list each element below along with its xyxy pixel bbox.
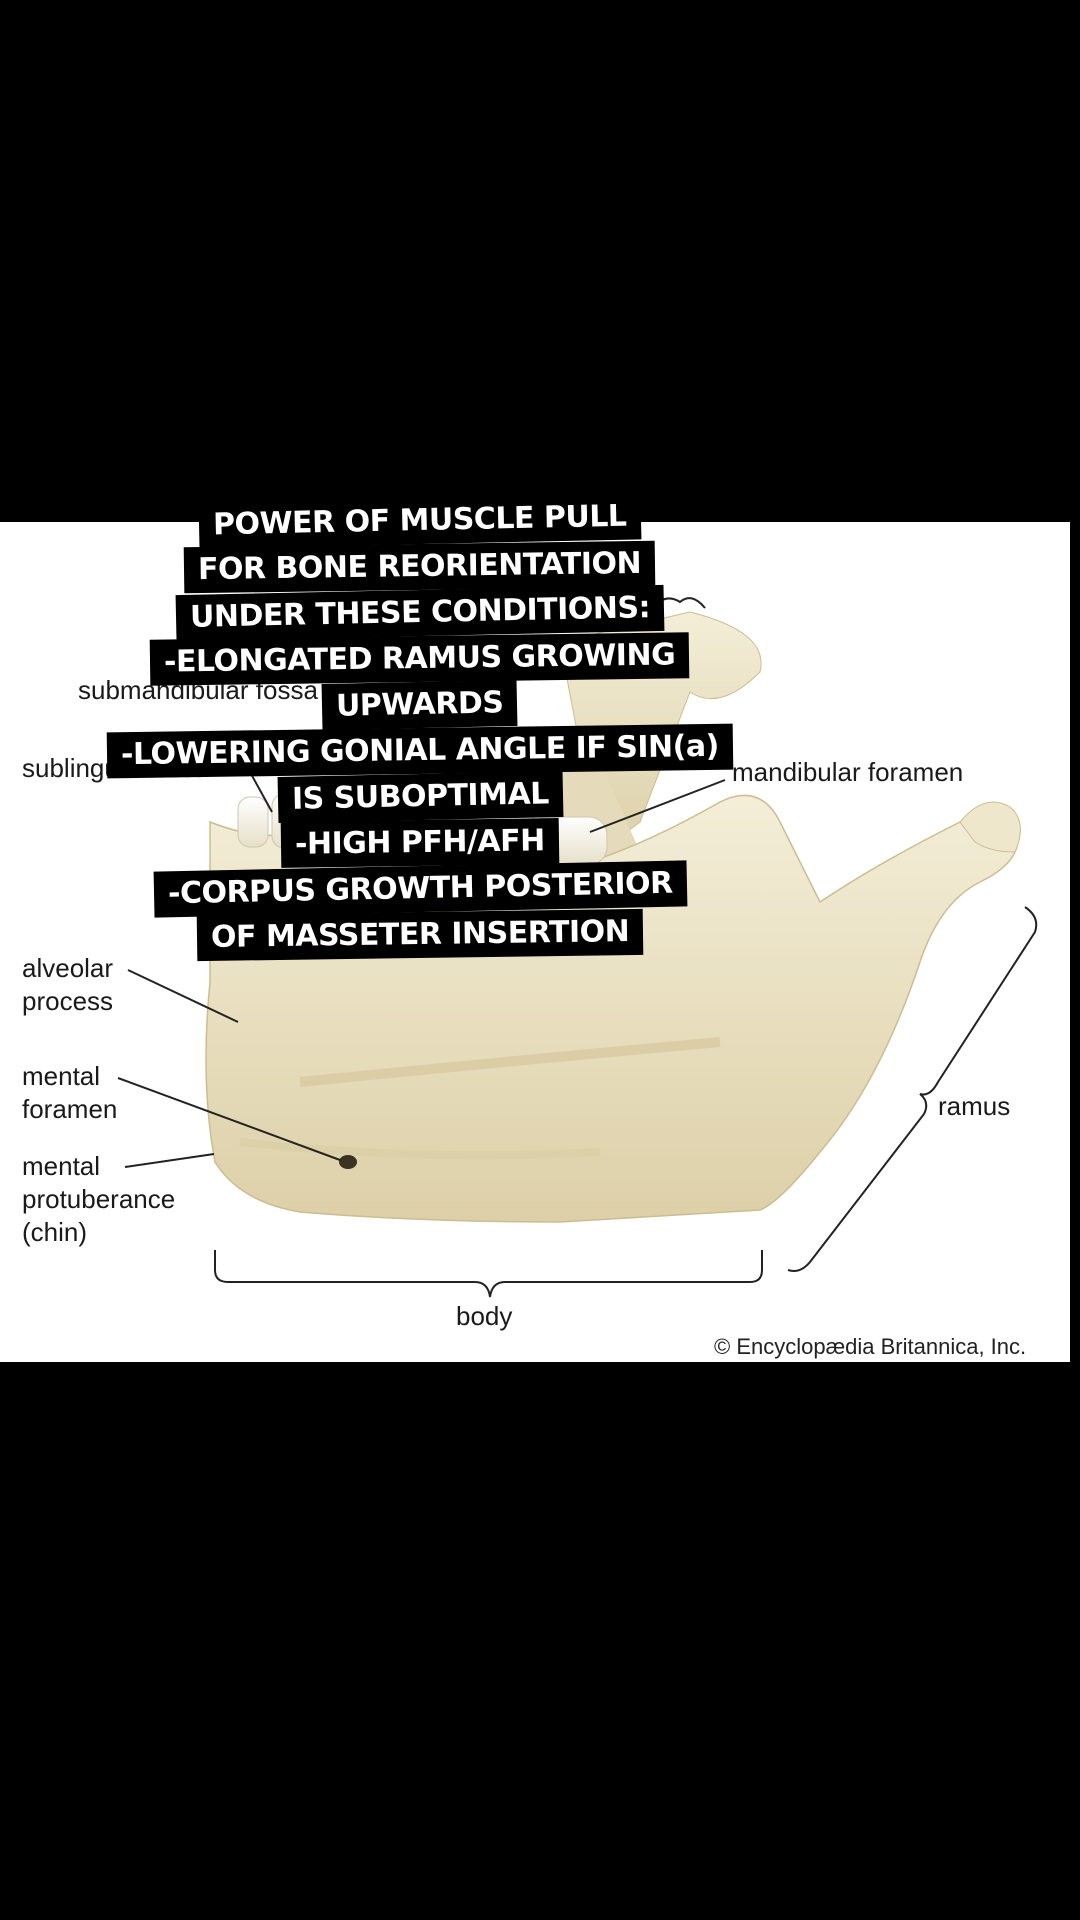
caption-line: POWER OF MUSCLE PULL [198, 493, 642, 549]
caption-line: -LOWERING GONIAL ANGLE IF SIN(a) [106, 723, 734, 779]
caption-line: IS SUBOPTIMAL [277, 771, 563, 823]
label-mental-foramen: mental foramen [22, 1061, 118, 1124]
condyle-right [959, 801, 1021, 853]
caption-line: FOR BONE REORIENTATION [184, 540, 656, 594]
caption-line: -HIGH PFH/AFH [280, 818, 560, 868]
mental-foramen-hole [339, 1155, 357, 1169]
body-brace [214, 1250, 763, 1298]
caption-line: -ELONGATED RAMUS GROWING [150, 632, 690, 686]
label-mental-protuberance: mental protuberance (chin) [22, 1151, 176, 1247]
label-alveolar-process: alveolar process [22, 953, 114, 1016]
caption-line: OF MASSETER INSERTION [196, 908, 644, 962]
ramus-brace [787, 906, 1038, 1272]
label-ramus: ramus [938, 1091, 1011, 1121]
label-mandibular-foramen: mandibular foramen [732, 757, 964, 787]
label-body: body [456, 1301, 513, 1331]
copyright-credit: © Encyclopædia Britannica, Inc. [714, 1334, 1027, 1359]
caption-line: UPWARDS [321, 679, 519, 731]
